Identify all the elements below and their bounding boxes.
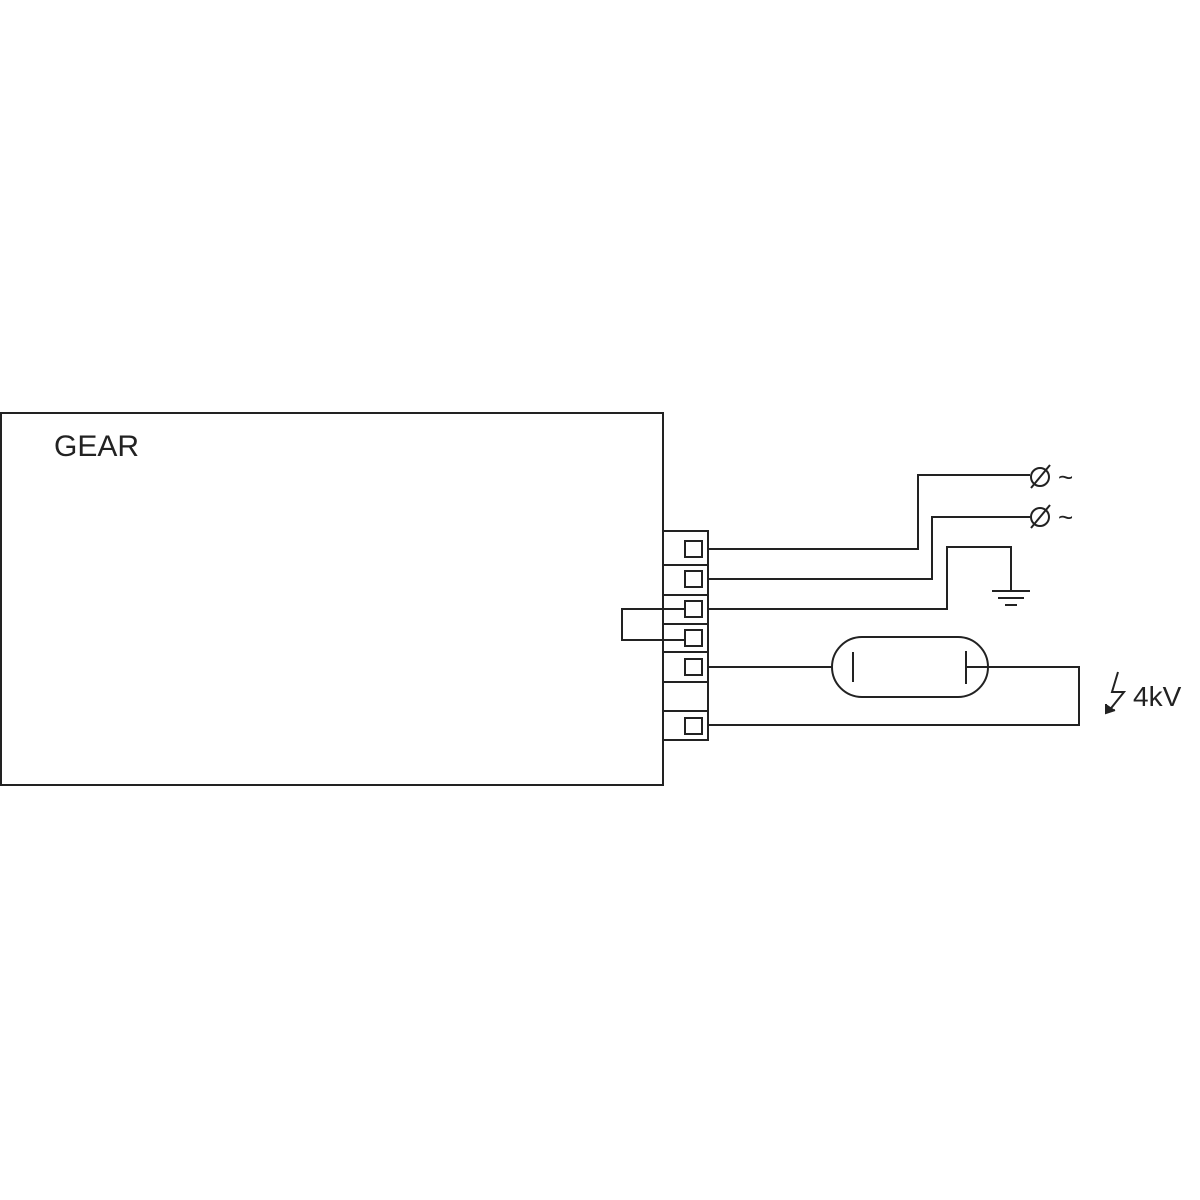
terminal-6 [684,717,703,735]
lightning-icon [1105,671,1127,715]
terminal-1 [684,540,703,558]
lamp-icon [831,636,989,698]
lamp-wire-2 [708,666,1080,726]
earth-wire [708,546,1012,610]
supply-wire-2 [708,516,1030,580]
terminal-block [662,530,709,741]
terminal-4 [684,629,703,647]
ignition-voltage-label: 4kV [1133,681,1182,712]
supply-symbol-1 [1030,464,1051,489]
supply-tilde-1: ~ [1058,462,1073,492]
supply-symbol-2 [1030,504,1051,529]
ground-icon [992,590,1030,606]
gear-label: GEAR [54,430,139,463]
supply-tilde-2: ~ [1058,502,1073,532]
terminal-3 [684,600,703,618]
terminal-2 [684,570,703,588]
bridge-wire [621,608,685,641]
terminal-5 [684,658,703,676]
gear-box [0,412,664,786]
supply-wire-1 [708,474,1030,550]
